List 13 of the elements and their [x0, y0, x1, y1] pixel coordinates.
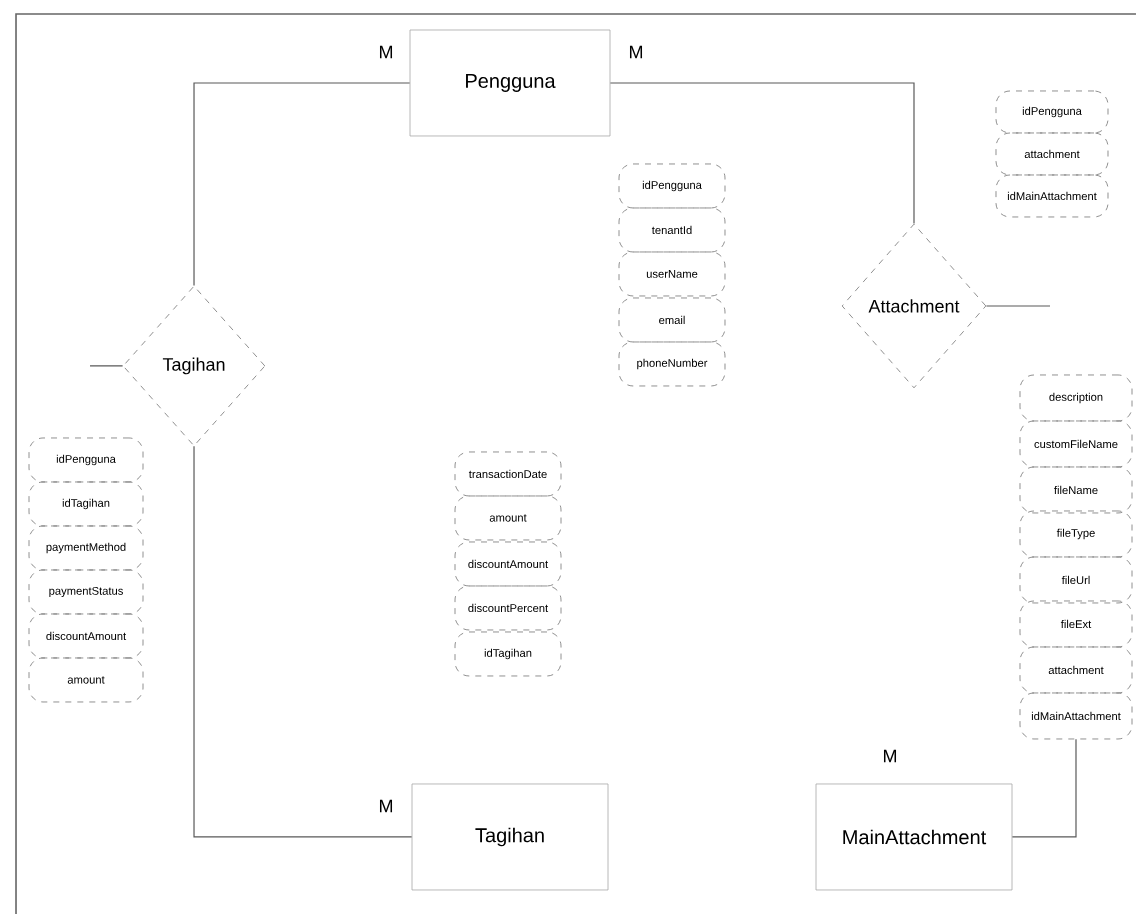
connector-line: [985, 305, 1051, 307]
entity-box: Tagihan: [411, 783, 609, 891]
cardinality-label: M: [380, 799, 393, 813]
connector-line: [609, 82, 915, 225]
cardinality-label: M: [380, 45, 393, 59]
cardinality-label: M: [884, 749, 896, 763]
connector-line: [89, 365, 124, 367]
connector-line: [1011, 738, 1077, 838]
entity-box: MainAttachment: [815, 783, 1013, 891]
entity-box: Pengguna: [409, 29, 611, 137]
cardinality-label: M: [630, 45, 643, 59]
connector-line: [193, 82, 411, 287]
connector-line: [193, 445, 413, 838]
